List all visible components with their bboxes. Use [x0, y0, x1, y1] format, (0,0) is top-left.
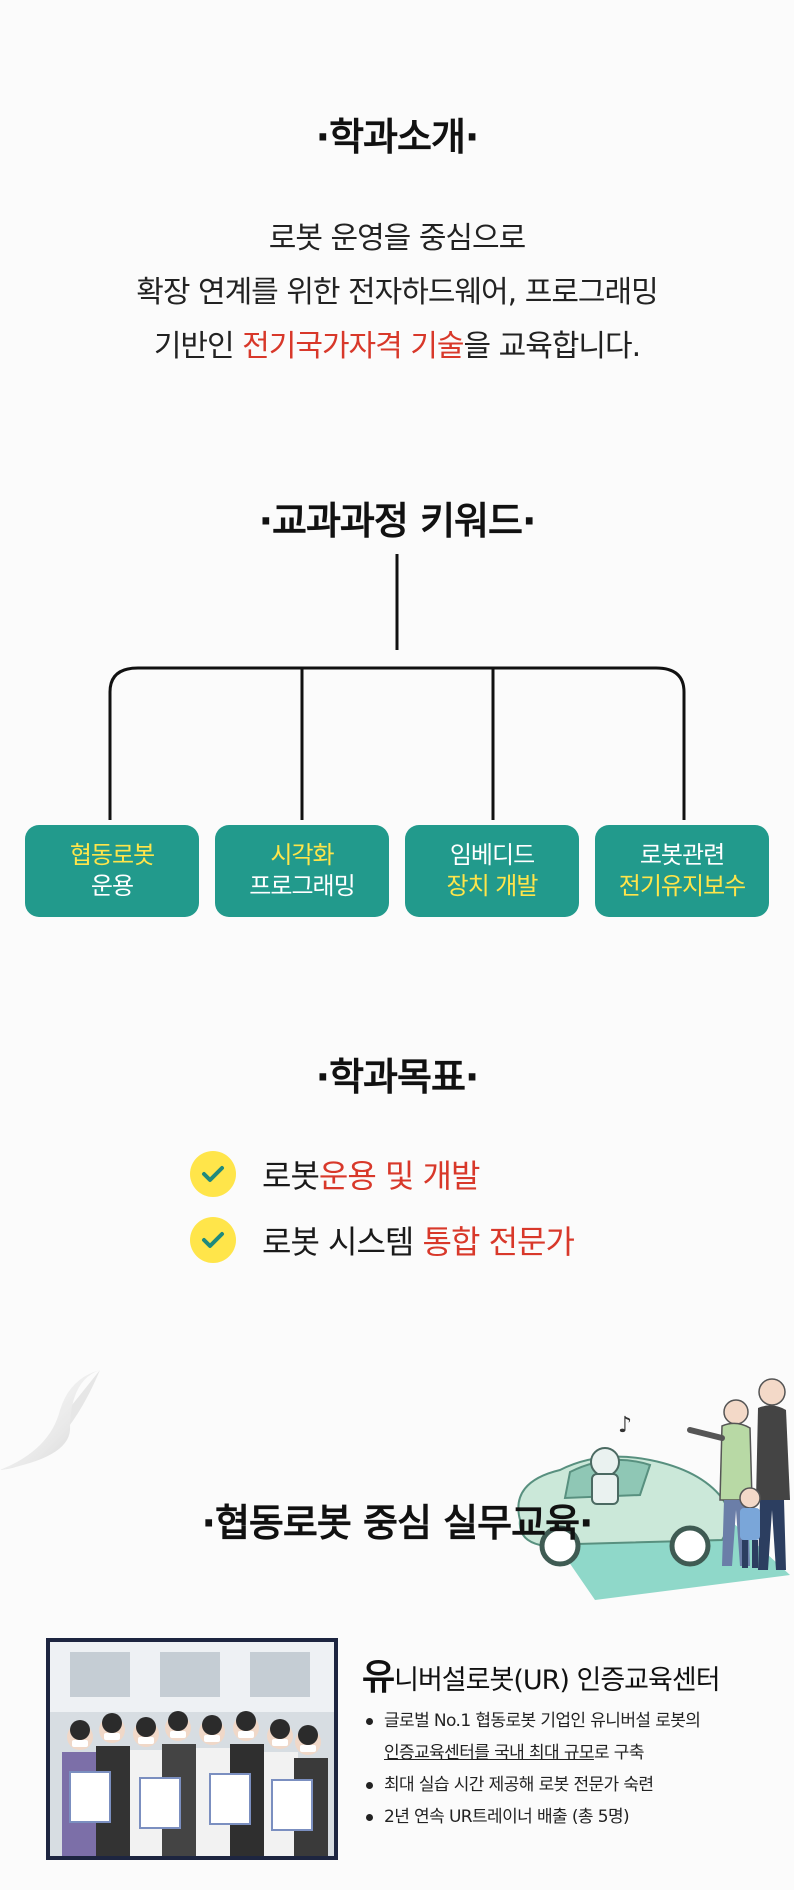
- keyword-1-line-2: 운용: [90, 872, 134, 900]
- goals-title: ·학과목표·: [315, 1055, 480, 1099]
- ur-title-rest: 니버설로봇(UR) 인증교육센터: [394, 1665, 720, 1696]
- goal-item-2: 로봇 시스템 통합 전문가: [190, 1216, 575, 1264]
- intro-line-1: 로봇 운영을 중심으로: [268, 221, 526, 256]
- keyword-2-line-2: 프로그래밍: [249, 872, 355, 900]
- keyword-box-electrical-maintenance: 로봇관련 전기유지보수: [595, 825, 769, 917]
- keyword-1-line-1: 협동로봇: [69, 841, 155, 869]
- goal-item-1: 로봇 운용 및 개발: [190, 1150, 481, 1198]
- keyword-box-embedded: 임베디드 장치 개발: [405, 825, 579, 917]
- intro-text: 로봇 운영을 중심으로 확장 연계를 위한 전자하드웨어, 프로그래밍 기반인 …: [0, 212, 794, 374]
- ur-bullet-3: 2년 연속 UR트레이너 배출 (총 5명): [364, 1801, 700, 1833]
- goal-2-prefix: 로봇 시스템: [262, 1223, 423, 1261]
- keyword-3-line-2: 장치 개발: [446, 872, 539, 900]
- ur-bullet-2: 최대 실습 시간 제공해 로봇 전문가 숙련: [364, 1769, 700, 1801]
- practice-title: ·협동로봇 중심 실무교육·: [201, 1501, 594, 1545]
- ur-feature-list: 글로벌 No.1 협동로봇 기업인 유니버설 로봇의 인증교육센터를 국내 최대…: [364, 1705, 701, 1833]
- intro-highlight: 전기국가자격 기술: [242, 329, 464, 364]
- intro-line-2: 확장 연계를 위한 전자하드웨어, 프로그래밍: [136, 275, 658, 310]
- check-icon: [190, 1151, 236, 1197]
- intro-line-3-prefix: 기반인: [153, 329, 243, 364]
- check-icon: [190, 1217, 236, 1263]
- keyword-box-collab-robot: 협동로봇 운용: [25, 825, 199, 917]
- goal-2-highlight: 통합 전문가: [422, 1223, 575, 1261]
- robot-car-family-illustration: ♪: [517, 1378, 790, 1600]
- goal-1-highlight: 운용 및 개발: [318, 1157, 481, 1195]
- keyword-box-visual-programming: 시각화 프로그래밍: [215, 825, 389, 917]
- ur-bullet-1-underlined: 인증교육센터를 국내 최대 규모: [384, 1743, 595, 1763]
- ur-bullet-1-line-2: 인증교육센터를 국내 최대 규모로 구축: [364, 1737, 700, 1769]
- intro-line-3-suffix: 을 교육합니다.: [463, 329, 642, 364]
- ur-bullet-1-line-1: 글로벌 No.1 협동로봇 기업인 유니버설 로봇의: [364, 1705, 701, 1737]
- ur-center-title: 유니버설로봇(UR) 인증교육센터: [362, 1648, 721, 1700]
- intro-line-3: 기반인 전기국가자격 기술을 교육합니다.: [0, 320, 794, 374]
- goal-1-prefix: 로봇: [262, 1157, 320, 1195]
- ur-bullet-1-suffix: 로 구축: [593, 1743, 645, 1763]
- ur-training-group-photo: [46, 1638, 338, 1860]
- ur-title-initial: 유: [362, 1657, 395, 1698]
- keywords-title: ·교과과정 키워드·: [258, 499, 537, 543]
- keyword-tree-connector: [108, 554, 686, 820]
- keyword-2-line-1: 시각화: [270, 841, 334, 869]
- svg-text:♪: ♪: [618, 1413, 632, 1438]
- page-curl-decoration: [0, 1370, 100, 1470]
- keyword-4-line-1: 로봇관련: [639, 841, 725, 869]
- keyword-3-line-1: 임베디드: [449, 841, 535, 869]
- keyword-4-line-2: 전기유지보수: [618, 872, 746, 900]
- intro-title: ·학과소개·: [315, 115, 480, 159]
